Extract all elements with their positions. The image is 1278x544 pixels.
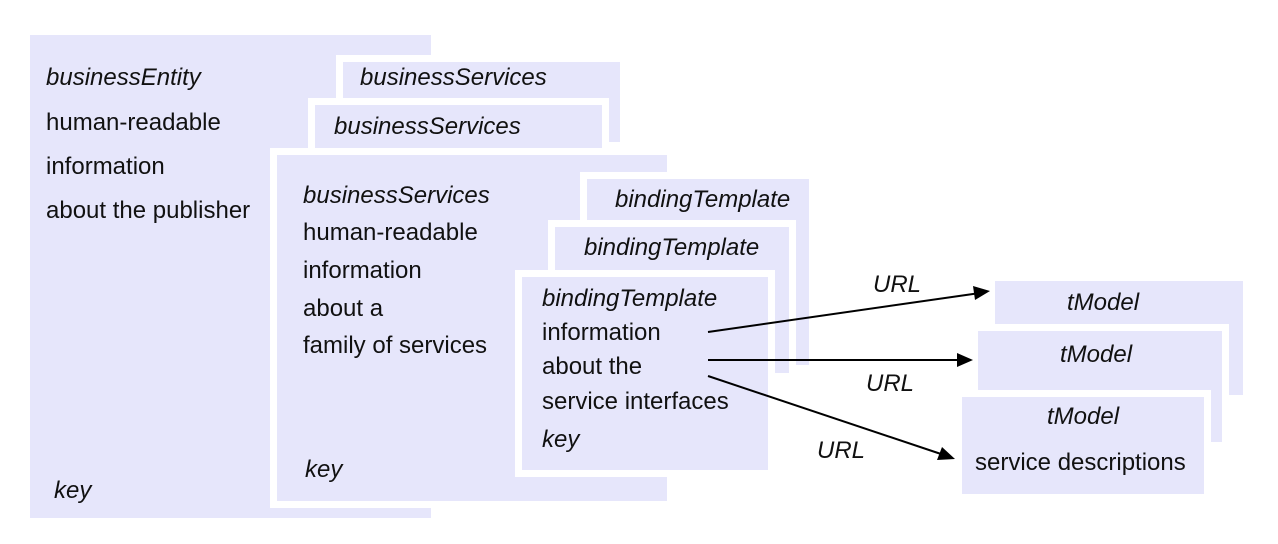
business-entity-title: businessEntity: [46, 64, 201, 91]
business-entity-key: key: [54, 477, 92, 504]
business-services-line-3: about a: [303, 295, 384, 322]
url-label-2: URL: [866, 370, 915, 397]
business-services-key: key: [305, 456, 343, 483]
url-label-1: URL: [873, 271, 922, 298]
business-services-line-2: information: [303, 257, 422, 284]
business-entity-line-3: about the publisher: [46, 197, 251, 224]
binding-template-line-2: about the: [542, 353, 643, 380]
binding-template-middle-title: bindingTemplate: [584, 234, 760, 261]
binding-template-key: key: [542, 426, 580, 453]
tmodel-title-2: tModel: [1060, 341, 1133, 368]
tmodel-title-3: tModel: [1047, 403, 1120, 430]
arrowhead-1: [973, 286, 990, 300]
tmodel-box-3: [955, 390, 1211, 501]
binding-template-title: bindingTemplate: [542, 285, 718, 312]
arrowhead-2: [957, 353, 973, 367]
url-label-3: URL: [817, 437, 866, 464]
arrowhead-3: [937, 447, 955, 460]
business-services-line-1: human-readable: [303, 219, 478, 246]
tmodel-description: service descriptions: [975, 449, 1186, 476]
url-arrow-3: [707, 375, 945, 456]
business-entity-line-1: human-readable: [46, 109, 221, 136]
business-services-line-4: family of services: [303, 332, 488, 359]
binding-template-front-box: [515, 270, 775, 477]
business-services-back-title: businessServices: [360, 64, 547, 91]
binding-template-back-title: bindingTemplate: [615, 186, 791, 213]
tmodel-title-1: tModel: [1067, 289, 1140, 316]
business-services-middle-title: businessServices: [334, 113, 521, 140]
business-entity-line-2: information: [46, 153, 165, 180]
binding-template-line-3: service interfaces: [542, 388, 729, 415]
business-services-title: businessServices: [303, 182, 490, 209]
url-arrow-1: [707, 292, 981, 333]
binding-template-line-1: information: [542, 319, 661, 346]
